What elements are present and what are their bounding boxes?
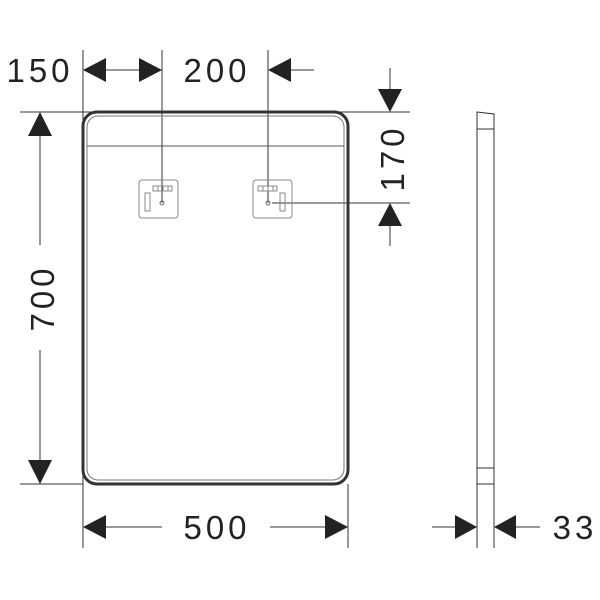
- dimension-height: 700: [24, 112, 61, 484]
- dimension-depth: 33: [432, 509, 598, 546]
- arrow-left-icon: [268, 58, 291, 82]
- arrow-up-icon: [378, 203, 402, 226]
- socket-right: [252, 179, 293, 219]
- dimension-label-700: 700: [24, 264, 61, 331]
- dimension-socket-height: 170: [374, 68, 411, 246]
- arrow-down-icon: [28, 460, 52, 484]
- arrow-right-icon: [455, 515, 477, 539]
- arrow-right-icon: [139, 58, 162, 82]
- dimension-top: 150 200: [6, 52, 314, 89]
- extension-lines: [20, 50, 495, 548]
- arrow-up-icon: [28, 112, 52, 136]
- arrow-left-icon: [494, 515, 516, 539]
- socket-left: [138, 179, 179, 219]
- arrow-right-icon: [325, 515, 348, 539]
- dimension-label-500: 500: [183, 509, 250, 546]
- arrow-left-icon: [83, 515, 106, 539]
- arrow-left-icon: [83, 58, 106, 82]
- mirror-side-view: [476, 111, 495, 485]
- arrow-down-icon: [378, 89, 402, 112]
- dimension-label-33: 33: [553, 509, 598, 546]
- mirror-front-view: [81, 110, 350, 486]
- dimension-label-170: 170: [374, 124, 411, 191]
- dimension-label-200: 200: [183, 52, 250, 89]
- dimension-width: 500: [83, 509, 348, 546]
- dimension-label-150: 150: [6, 52, 73, 89]
